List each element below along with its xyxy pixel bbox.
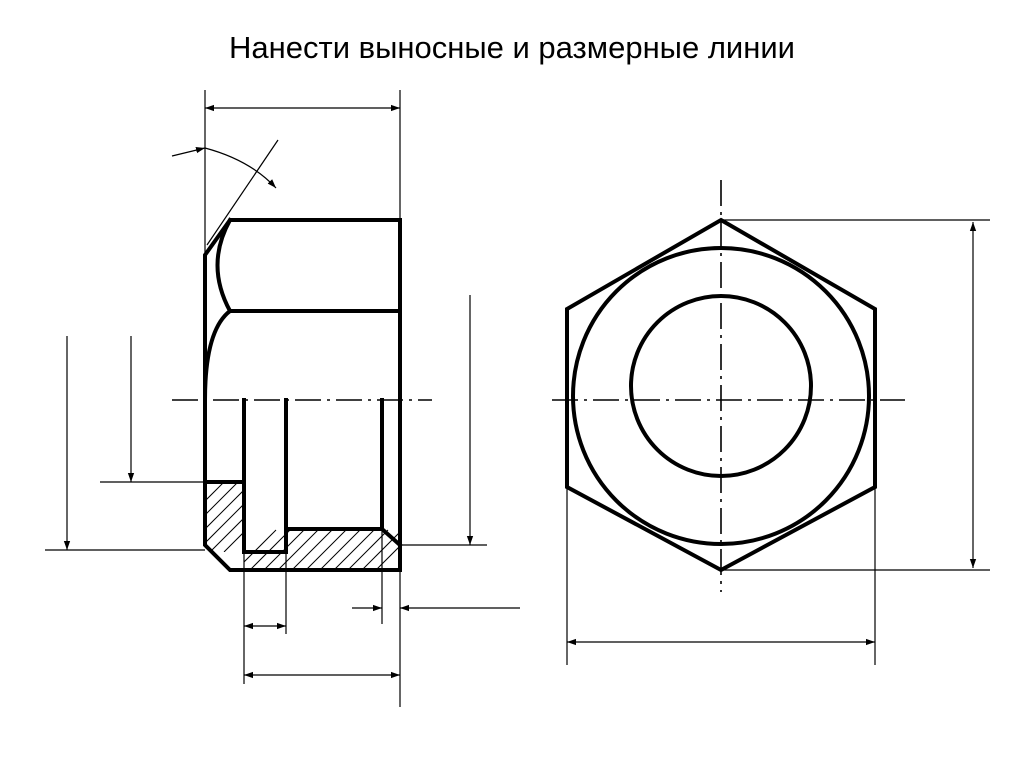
chamfer-angle-leader <box>171 147 206 157</box>
nut-outer-contour <box>203 218 402 572</box>
page-title: Нанести выносные и размерные линии <box>229 30 795 65</box>
section-hatching-left <box>206 482 244 552</box>
bore-step-line <box>379 526 403 548</box>
front-hex-view <box>552 180 990 665</box>
thread-insert-groove <box>242 398 288 554</box>
side-section-view <box>45 90 520 707</box>
chamfer-ext-line <box>206 139 279 246</box>
chamfer-arc-top <box>215 217 233 314</box>
chamfer-arc-bottom <box>202 308 233 403</box>
bearing-circle <box>571 246 871 546</box>
section-hatching-bottom <box>244 529 400 569</box>
chamfer-angle-arc <box>204 147 277 189</box>
